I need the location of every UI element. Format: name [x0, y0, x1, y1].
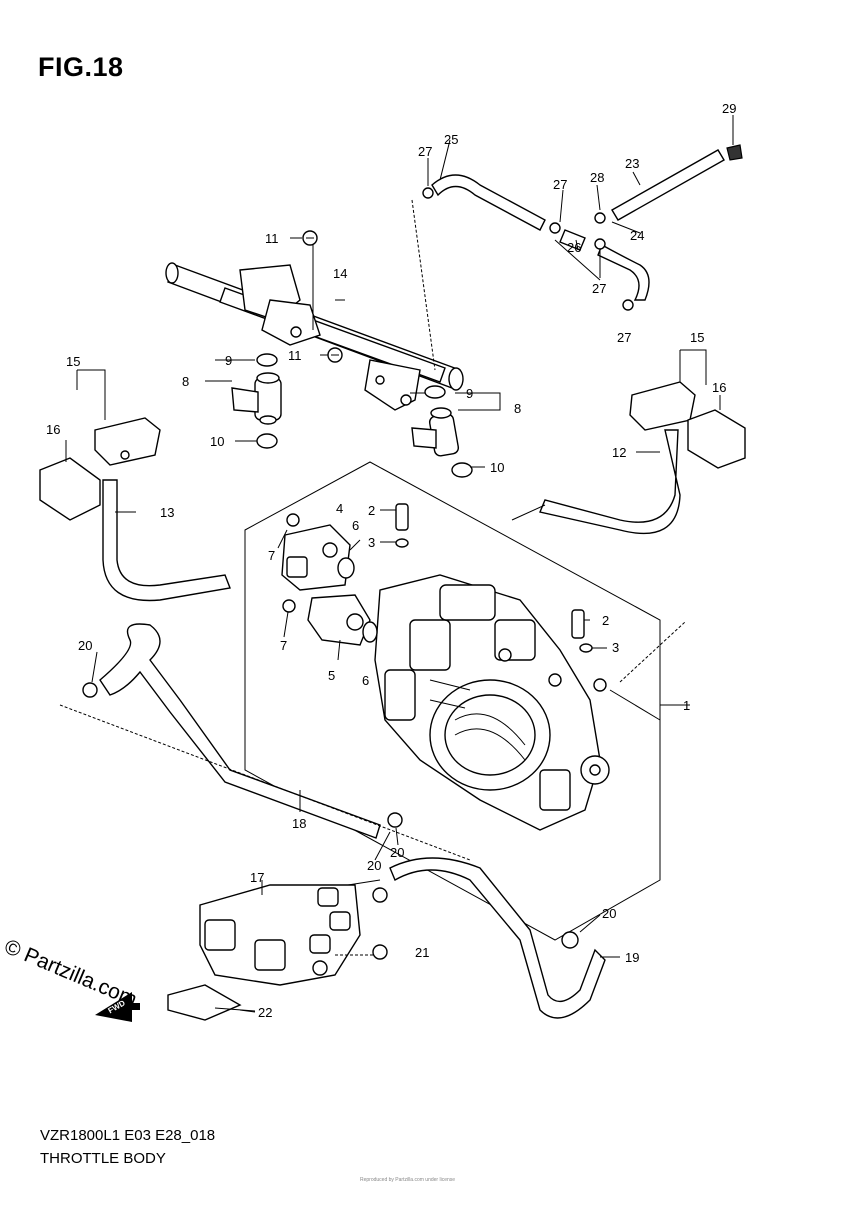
callout-4[interactable]: 4: [336, 501, 343, 516]
joint-26[interactable]: [559, 229, 586, 251]
callout-20-mid[interactable]: 20: [390, 845, 404, 860]
callout-25[interactable]: 25: [444, 132, 458, 147]
o-ring-upper-right[interactable]: [424, 385, 446, 399]
callout-5[interactable]: 5: [328, 668, 335, 683]
clamp-20-mid[interactable]: [387, 812, 403, 828]
clamp-20-left[interactable]: [82, 682, 98, 698]
callout-3-right[interactable]: 3: [612, 640, 619, 655]
hose-23[interactable]: [611, 149, 725, 221]
throttle-position-sensor[interactable]: [281, 524, 351, 591]
callout-9-right[interactable]: 9: [466, 386, 473, 401]
callout-2-upper[interactable]: 2: [368, 503, 375, 518]
callout-17[interactable]: 17: [250, 870, 264, 885]
callout-11-lower[interactable]: 11: [288, 348, 302, 363]
o-ring-iss[interactable]: [362, 621, 378, 643]
callout-12[interactable]: 12: [612, 445, 626, 460]
callout-16-left[interactable]: 16: [46, 422, 60, 437]
callout-10-right[interactable]: 10: [490, 460, 504, 475]
callout-29[interactable]: 29: [722, 101, 736, 116]
screw-tps[interactable]: [286, 513, 300, 527]
cushion-left[interactable]: [39, 457, 101, 521]
callout-27-mid[interactable]: 27: [553, 177, 567, 192]
clamp-27-bottom[interactable]: [622, 299, 634, 311]
callout-27-top[interactable]: 27: [418, 144, 432, 159]
callout-24[interactable]: 24: [630, 228, 644, 243]
screw-upper[interactable]: [302, 230, 318, 246]
o-ring-tps[interactable]: [337, 557, 355, 579]
model-code: VZR1800L1 E03 E28_018: [40, 1127, 216, 1144]
callout-6-lower[interactable]: 6: [362, 673, 369, 688]
clamp-29[interactable]: [726, 144, 743, 161]
vacuum-hose-upper[interactable]: [431, 174, 546, 231]
o-ring-lower-right[interactable]: [451, 462, 473, 478]
clamp-28[interactable]: [594, 212, 606, 224]
callout-6-upper[interactable]: 6: [352, 518, 359, 533]
callout-27-low[interactable]: 27: [592, 281, 606, 296]
callout-20-right[interactable]: 20: [602, 906, 616, 921]
callout-20-lower[interactable]: 20: [367, 858, 381, 873]
clamp-27-mid[interactable]: [549, 222, 561, 234]
cushion-right[interactable]: [687, 409, 746, 469]
clamp-27-low[interactable]: [594, 238, 606, 250]
washer-right[interactable]: [579, 643, 593, 653]
screw-lower[interactable]: [327, 347, 343, 363]
clamp-27-top[interactable]: [422, 187, 434, 199]
callout-15-right[interactable]: 15: [690, 330, 704, 345]
callout-28[interactable]: 28: [590, 170, 604, 185]
callout-7-lower[interactable]: 7: [280, 638, 287, 653]
callout-18[interactable]: 18: [292, 816, 306, 831]
hose-24[interactable]: [597, 244, 650, 301]
callout-16-right[interactable]: 16: [712, 380, 726, 395]
callout-21[interactable]: 21: [415, 945, 429, 960]
stva-assembly[interactable]: [199, 884, 361, 986]
hose-12[interactable]: [539, 429, 681, 535]
callout-labels: 1 2 2 3 3 4 5 6 6 7 7 8 8 9 9 10 10 11 1…: [46, 101, 736, 1020]
plug-screw-upper[interactable]: [395, 503, 409, 531]
callout-23[interactable]: 23: [625, 156, 639, 171]
map-sensor-right[interactable]: [629, 381, 696, 431]
callout-3-upper[interactable]: 3: [368, 535, 375, 550]
figure-title: FIG.18: [38, 52, 124, 82]
fuel-delivery-pipe[interactable]: [165, 262, 464, 411]
clamp-20-lower[interactable]: [372, 887, 388, 903]
washer-upper[interactable]: [395, 538, 409, 548]
hose-18[interactable]: [99, 623, 381, 839]
callout-13[interactable]: 13: [160, 505, 174, 520]
o-ring-lower-left[interactable]: [256, 433, 278, 449]
hose-19[interactable]: [389, 857, 606, 1019]
callout-22[interactable]: 22: [258, 1005, 272, 1020]
callout-19[interactable]: 19: [625, 950, 639, 965]
map-sensor-left[interactable]: [94, 417, 161, 466]
leader-lines: [59, 115, 734, 1013]
callout-26[interactable]: 26: [567, 240, 581, 255]
throttle-body[interactable]: [374, 574, 610, 831]
callout-8-left[interactable]: 8: [182, 374, 189, 389]
callout-2-right[interactable]: 2: [602, 613, 609, 628]
callout-20-left[interactable]: 20: [78, 638, 92, 653]
plug-screw-right[interactable]: [571, 609, 585, 639]
screw-iss[interactable]: [282, 599, 296, 613]
o-ring-upper-left[interactable]: [256, 353, 278, 367]
figure-caption: THROTTLE BODY: [40, 1150, 166, 1167]
callout-14[interactable]: 14: [333, 266, 347, 281]
footer-note: Reproduced by Partzilla.com under licens…: [360, 1177, 456, 1183]
callout-9-left[interactable]: 9: [225, 353, 232, 368]
fuel-injector-right[interactable]: [411, 407, 460, 457]
callout-8-right[interactable]: 8: [514, 401, 521, 416]
assembly-boundary: [244, 461, 661, 941]
fuel-injector-left[interactable]: [231, 372, 282, 425]
cushion-22[interactable]: [167, 984, 242, 1021]
callout-11-upper[interactable]: 11: [265, 231, 279, 246]
clamp-20-right[interactable]: [561, 931, 579, 949]
screw-21[interactable]: [372, 944, 388, 960]
callout-7-upper[interactable]: 7: [268, 548, 275, 563]
callout-27-bottom[interactable]: 27: [617, 330, 631, 345]
callout-15-left[interactable]: 15: [66, 354, 80, 369]
idle-speed-sensor[interactable]: [307, 594, 371, 646]
hose-13[interactable]: [102, 479, 231, 602]
callout-10-left[interactable]: 10: [210, 434, 224, 449]
callout-1[interactable]: 1: [683, 698, 690, 713]
